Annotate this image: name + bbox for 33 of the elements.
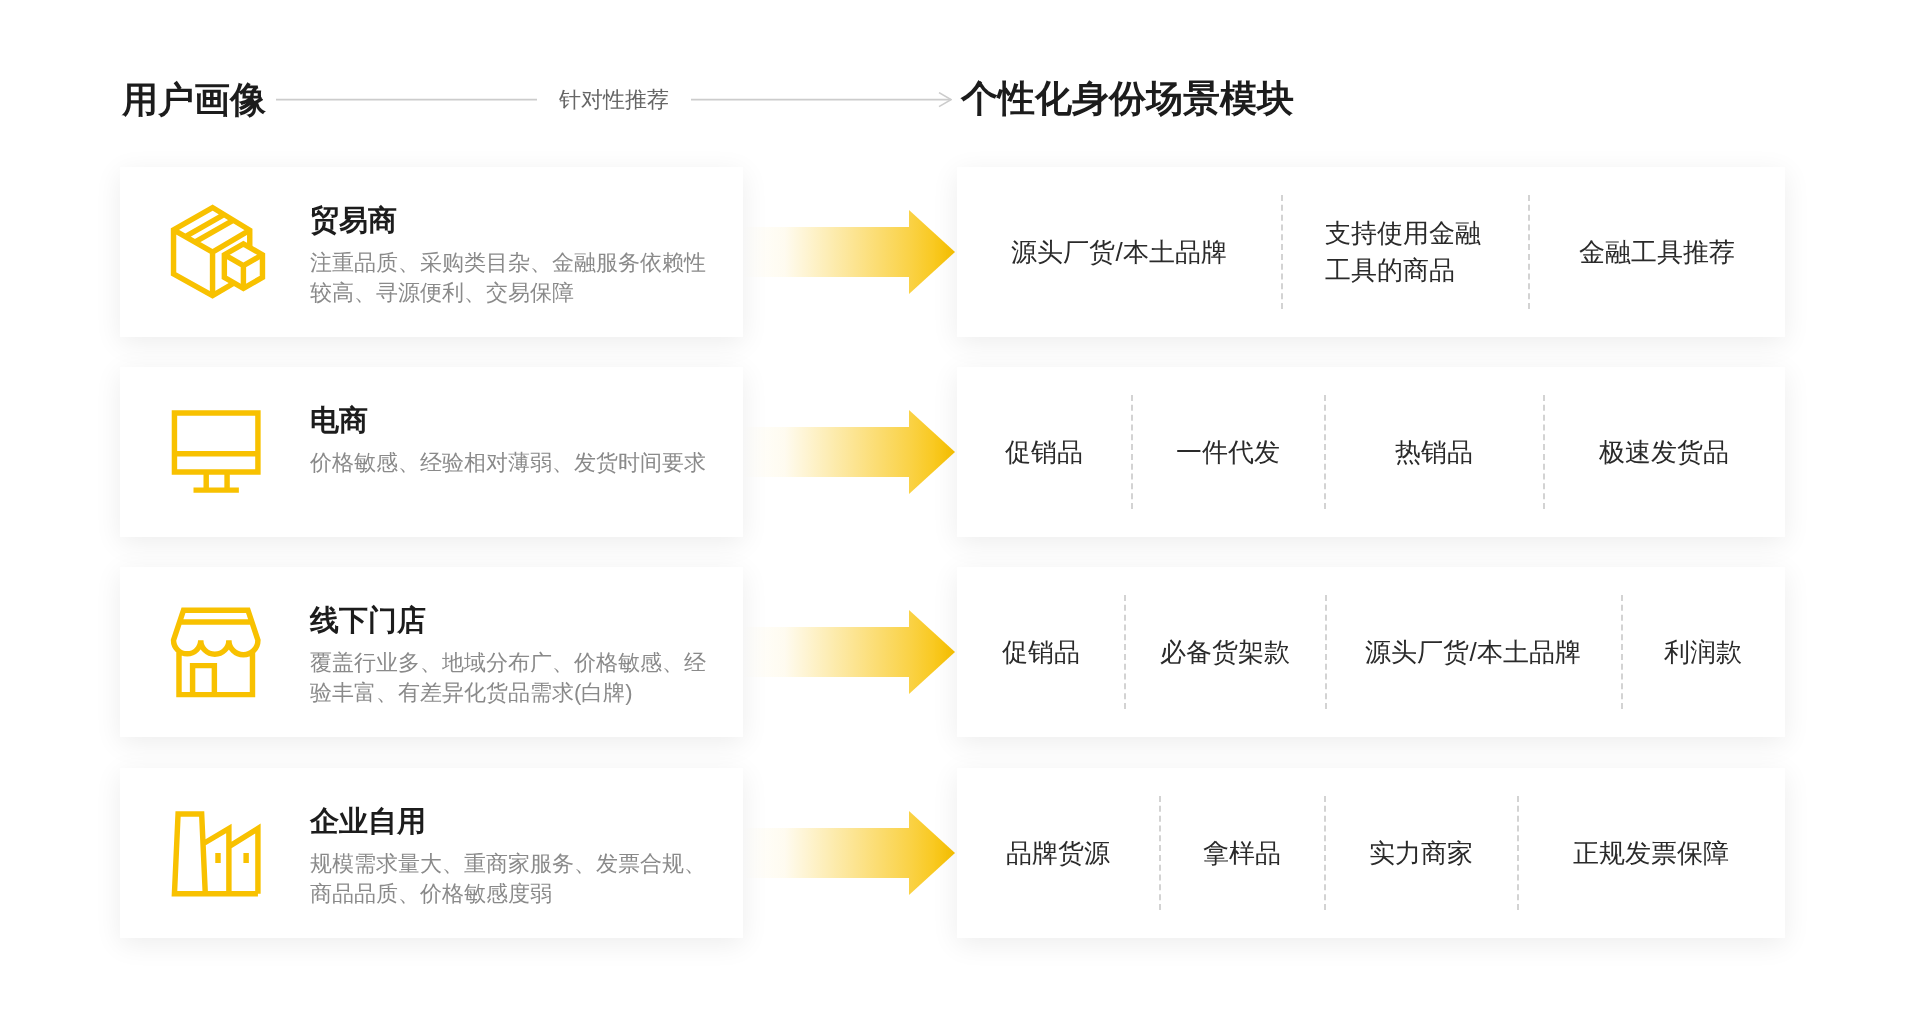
- module-label: 极速发货品: [1599, 433, 1729, 471]
- module-panel: [957, 768, 1785, 938]
- persona-card: [120, 768, 743, 938]
- column-heading: 个性化身份场景模块: [961, 77, 1294, 122]
- persona-title: 贸易商: [310, 203, 398, 238]
- module-panel: [957, 367, 1785, 537]
- persona-card: [120, 567, 743, 737]
- module-panel: [957, 567, 1785, 737]
- persona-description: 覆盖行业多、地域分布广、价格敏感、经验丰富、有差异化货品需求(白牌): [310, 649, 707, 707]
- module-label: 热销品: [1394, 433, 1473, 471]
- persona-card: [120, 167, 743, 337]
- module-label: 拿样品: [1202, 834, 1281, 872]
- persona-description: 价格敏感、经验相对薄弱、发货时间要求: [310, 449, 707, 477]
- persona-card: [120, 367, 743, 537]
- module-label: 一件代发: [1175, 433, 1280, 471]
- module-label: 正规发票保障: [1573, 834, 1729, 872]
- module-label: 品牌货源: [1006, 834, 1110, 872]
- module-panel: [957, 167, 1785, 337]
- module-label: 实力商家: [1368, 834, 1473, 872]
- column-heading: 用户画像: [122, 78, 266, 122]
- module-label: 促销品: [1001, 633, 1080, 671]
- persona-description: 注重品质、采购类目杂、金融服务依赖性较高、寻源便利、交易保障: [310, 249, 707, 307]
- module-label: 利润款: [1664, 633, 1742, 671]
- module-label: 源头厂货/本土品牌: [1365, 633, 1581, 671]
- persona-description: 规模需求量大、重商家服务、发票合规、商品品质、价格敏感度弱: [310, 850, 707, 908]
- persona-title: 企业自用: [310, 804, 427, 839]
- module-label: 源头厂货/本土品牌: [1011, 233, 1227, 271]
- module-label: 促销品: [1005, 433, 1083, 471]
- persona-title: 线下门店: [310, 603, 427, 638]
- persona-title: 电商: [310, 403, 369, 438]
- module-label: 必备货架款: [1159, 633, 1290, 671]
- module-label: 支持使用金融工具的商品: [1324, 215, 1485, 289]
- module-label: 金融工具推荐: [1578, 233, 1735, 271]
